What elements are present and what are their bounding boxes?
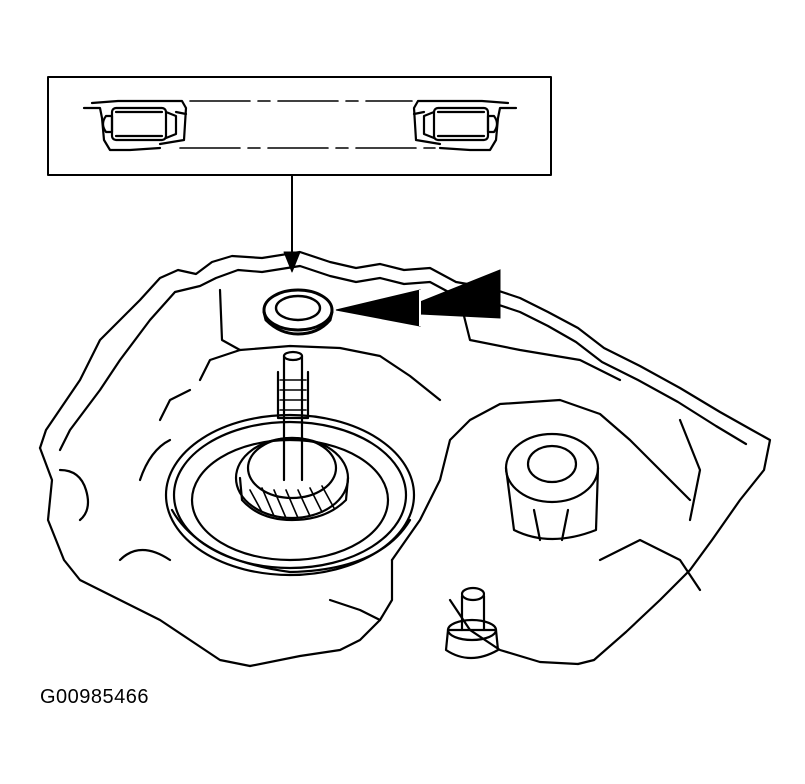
install-direction-arrow bbox=[335, 269, 501, 327]
seal-section-right bbox=[412, 99, 518, 152]
input-shaft bbox=[276, 350, 310, 482]
leader-arrow bbox=[283, 174, 301, 273]
dowel-bolt bbox=[444, 586, 500, 660]
seal-detail-inset bbox=[47, 76, 552, 176]
figure-code: G00985466 bbox=[40, 686, 150, 708]
bearing-boss bbox=[504, 432, 600, 542]
inset-frame bbox=[47, 76, 552, 176]
seal-section-left bbox=[82, 99, 188, 152]
pinion-gear bbox=[234, 436, 350, 522]
oil-seal bbox=[262, 288, 334, 336]
differential-ring-gear bbox=[164, 413, 416, 577]
